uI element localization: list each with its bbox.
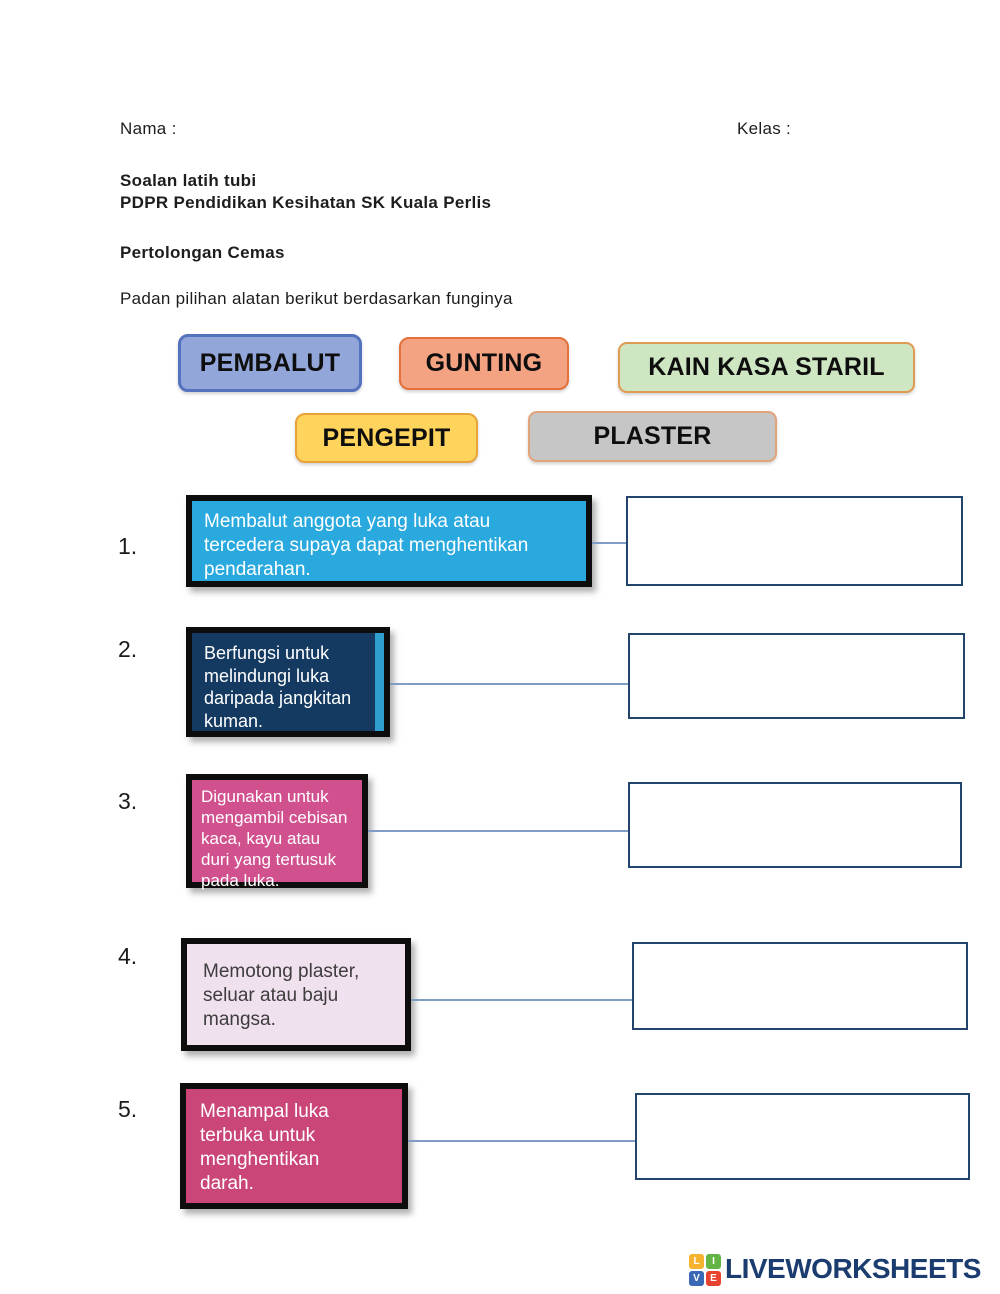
question-number: 1.	[118, 533, 138, 559]
description-card: Digunakan untuk mengambil cebisan kaca, …	[186, 774, 368, 890]
instruction-text: Padan pilihan alatan berikut berdasarkan…	[120, 289, 513, 308]
answer-box[interactable]	[632, 942, 968, 1030]
description-text: Digunakan untuk mengambil cebisan kaca, …	[201, 787, 348, 890]
nama-label: Nama :	[120, 119, 177, 138]
answer-box[interactable]	[626, 496, 963, 586]
connector-line	[390, 683, 628, 685]
brand-text: LIVEWORKSHEETS	[725, 1252, 981, 1284]
kelas-label: Kelas :	[737, 119, 792, 138]
word-bank-item-gunting[interactable]: GUNTING	[399, 337, 569, 390]
answer-box[interactable]	[628, 782, 962, 868]
logo-square-e: E	[706, 1271, 721, 1286]
word-bank-item-pembalut[interactable]: PEMBALUT	[178, 334, 362, 392]
word-bank-item-plaster[interactable]: PLASTER	[528, 411, 777, 462]
connector-line	[411, 999, 632, 1001]
word-bank-item-pengepit[interactable]: PENGEPIT	[295, 413, 478, 463]
answer-box[interactable]	[628, 633, 965, 719]
answer-box[interactable]	[635, 1093, 970, 1180]
question-number: 2.	[118, 636, 138, 662]
description-text: Membalut anggota yang luka atau terceder…	[204, 511, 529, 580]
liveworksheets-logo[interactable]: L I V E LIVEWORKSHEETS	[689, 1251, 981, 1286]
worksheet-title-line1: Soalan latih tubi	[120, 171, 257, 190]
description-card: Menampal luka terbuka untuk menghentikan…	[180, 1083, 408, 1209]
description-text: Menampal luka terbuka untuk menghentikan…	[200, 1101, 329, 1194]
question-number: 3.	[118, 788, 138, 814]
connector-line	[408, 1140, 635, 1142]
connector-line	[368, 830, 628, 832]
description-text: Berfungsi untuk melindungi luka daripada…	[204, 643, 352, 732]
description-text: Memotong plaster, seluar atau baju mangs…	[203, 961, 360, 1030]
accent-stripe	[375, 633, 384, 731]
worksheet-title-line2: PDPR Pendidikan Kesihatan SK Kuala Perli…	[120, 193, 492, 212]
question-number: 4.	[118, 943, 138, 969]
logo-square-l: L	[689, 1254, 704, 1269]
description-card: Berfungsi untuk melindungi luka daripada…	[186, 627, 390, 737]
description-card: Memotong plaster, seluar atau baju mangs…	[181, 938, 411, 1051]
liveworksheets-logo-icon: L I V E	[689, 1254, 721, 1286]
description-card: Membalut anggota yang luka atau terceder…	[186, 495, 592, 587]
question-number: 5.	[118, 1096, 138, 1122]
word-bank-item-kain-kasa-staril[interactable]: KAIN KASA STARIL	[618, 342, 915, 393]
logo-square-i: I	[706, 1254, 721, 1269]
logo-square-v: V	[689, 1271, 704, 1286]
connector-line	[592, 542, 626, 544]
section-title: Pertolongan Cemas	[120, 243, 285, 262]
